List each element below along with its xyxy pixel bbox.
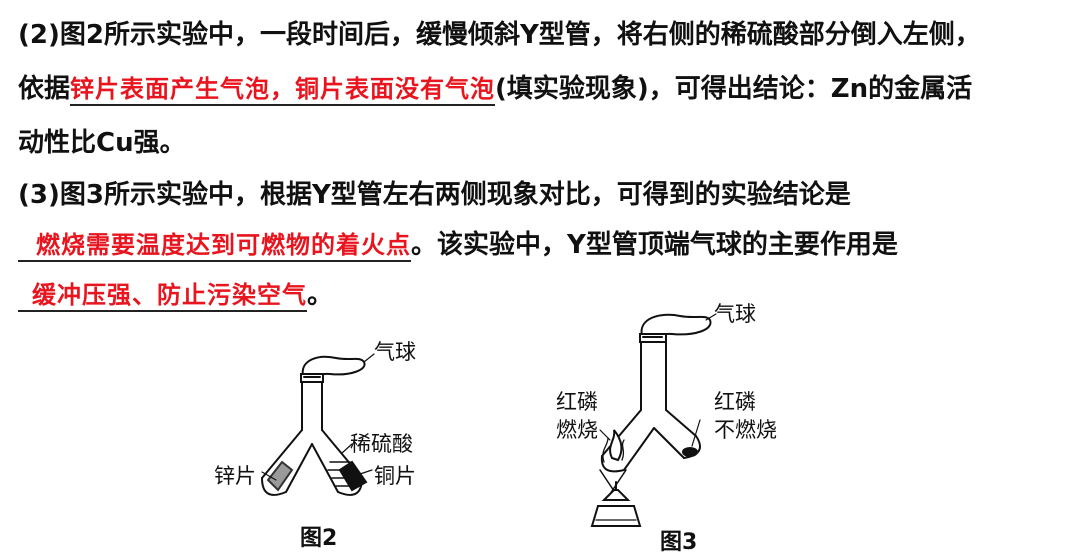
q3-end-mark: 。 (307, 280, 334, 310)
figure3-left-label-1: 红磷 (556, 390, 598, 414)
q3-line-3: 缓冲压强、防止污染空气。 (18, 278, 333, 312)
q2-line-3: 动性比Cu强。 (18, 128, 186, 158)
figure2-copper-label: 铜片 (374, 464, 416, 488)
q2-suffix: (填实验现象)，可得出结论：Zn的金属活 (495, 74, 973, 104)
figure2-zinc-label: 锌片 (214, 464, 256, 488)
figure3-left-label-2: 燃烧 (556, 418, 598, 442)
figure2-caption: 图2 (300, 526, 338, 551)
figure3-balloon-label: 气球 (714, 302, 756, 326)
figure2-acid-label: 稀硫酸 (350, 432, 413, 456)
figure3-right-label-2: 不燃烧 (714, 418, 777, 442)
figure3-caption: 图3 (660, 530, 698, 555)
q3-line-1: (3)图3所示实验中，根据Y型管左右两侧现象对比，可得到的实验结论是 (18, 180, 851, 210)
q2-answer: 锌片表面产生气泡，铜片表面没有气泡 (70, 74, 496, 106)
q3-suffix: 。该实验中，Y型管顶端气球的主要作用是 (411, 230, 898, 260)
figure3-apparatus (590, 313, 717, 527)
figure3-right-label-1: 红磷 (714, 390, 756, 414)
q3-answer-2: 缓冲压强、防止污染空气 (18, 280, 307, 312)
q3-answer-1: 燃烧需要温度达到可燃物的着火点 (18, 230, 411, 262)
q3-line-2: 燃烧需要温度达到可燃物的着火点。该实验中，Y型管顶端气球的主要作用是 (18, 228, 898, 262)
figure2-balloon-label: 气球 (374, 340, 416, 364)
q2-prefix: 依据 (18, 74, 71, 104)
q2-line-1: (2)图2所示实验中，一段时间后，缓慢倾斜Y型管，将右侧的稀硫酸部分倒入左侧， (18, 20, 981, 50)
q2-line-2: 依据锌片表面产生气泡，铜片表面没有气泡(填实验现象)，可得出结论：Zn的金属活 (18, 72, 972, 106)
figure2-apparatus (261, 353, 375, 496)
